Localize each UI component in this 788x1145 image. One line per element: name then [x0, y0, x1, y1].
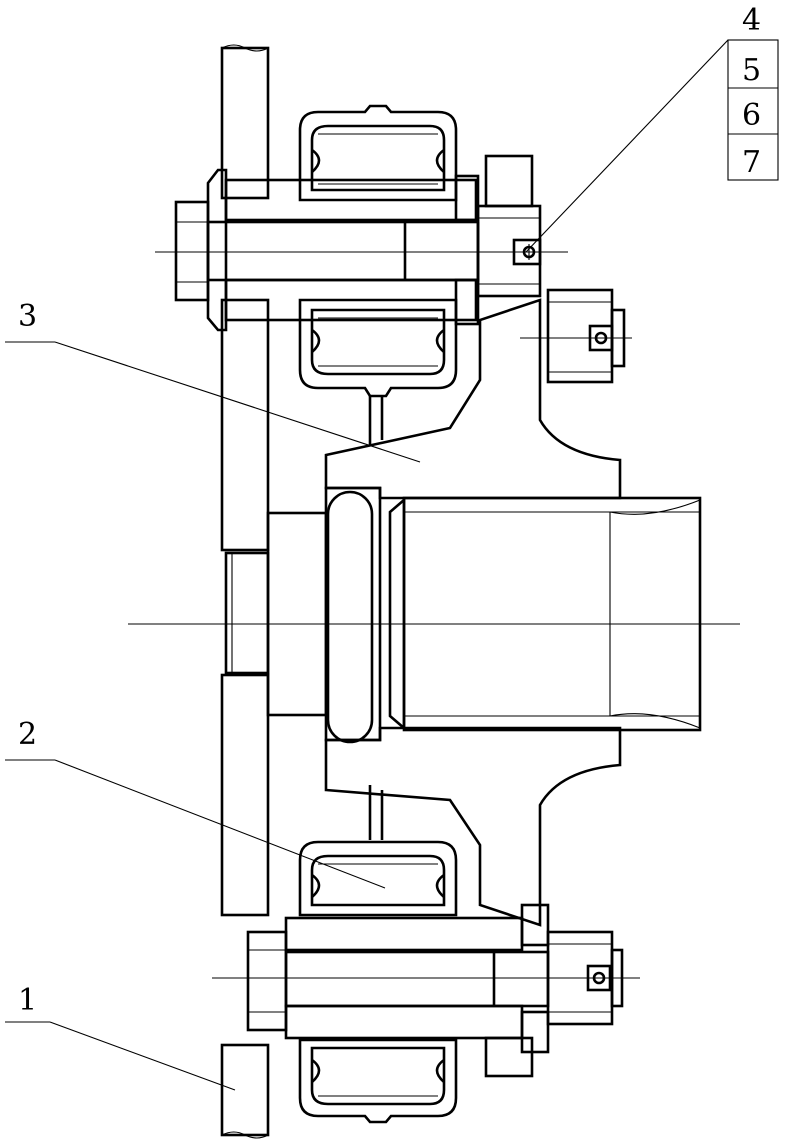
part-label-7: 7	[742, 145, 761, 180]
lower-bolt-assembly	[246, 840, 624, 1124]
center-shaft	[266, 486, 702, 744]
center-lines	[128, 251, 740, 979]
upper-bolt-assembly	[174, 104, 626, 398]
part-label-4: 4	[742, 3, 761, 38]
parts-table	[727, 39, 779, 181]
part-label-3: 3	[18, 299, 37, 334]
leader-lines	[5, 39, 729, 1091]
part-label-5: 5	[742, 53, 761, 88]
part-label-2: 2	[18, 717, 37, 752]
part-label-6: 6	[742, 98, 761, 133]
base-plate	[220, 44, 270, 1139]
part-label-1: 1	[18, 983, 37, 1018]
